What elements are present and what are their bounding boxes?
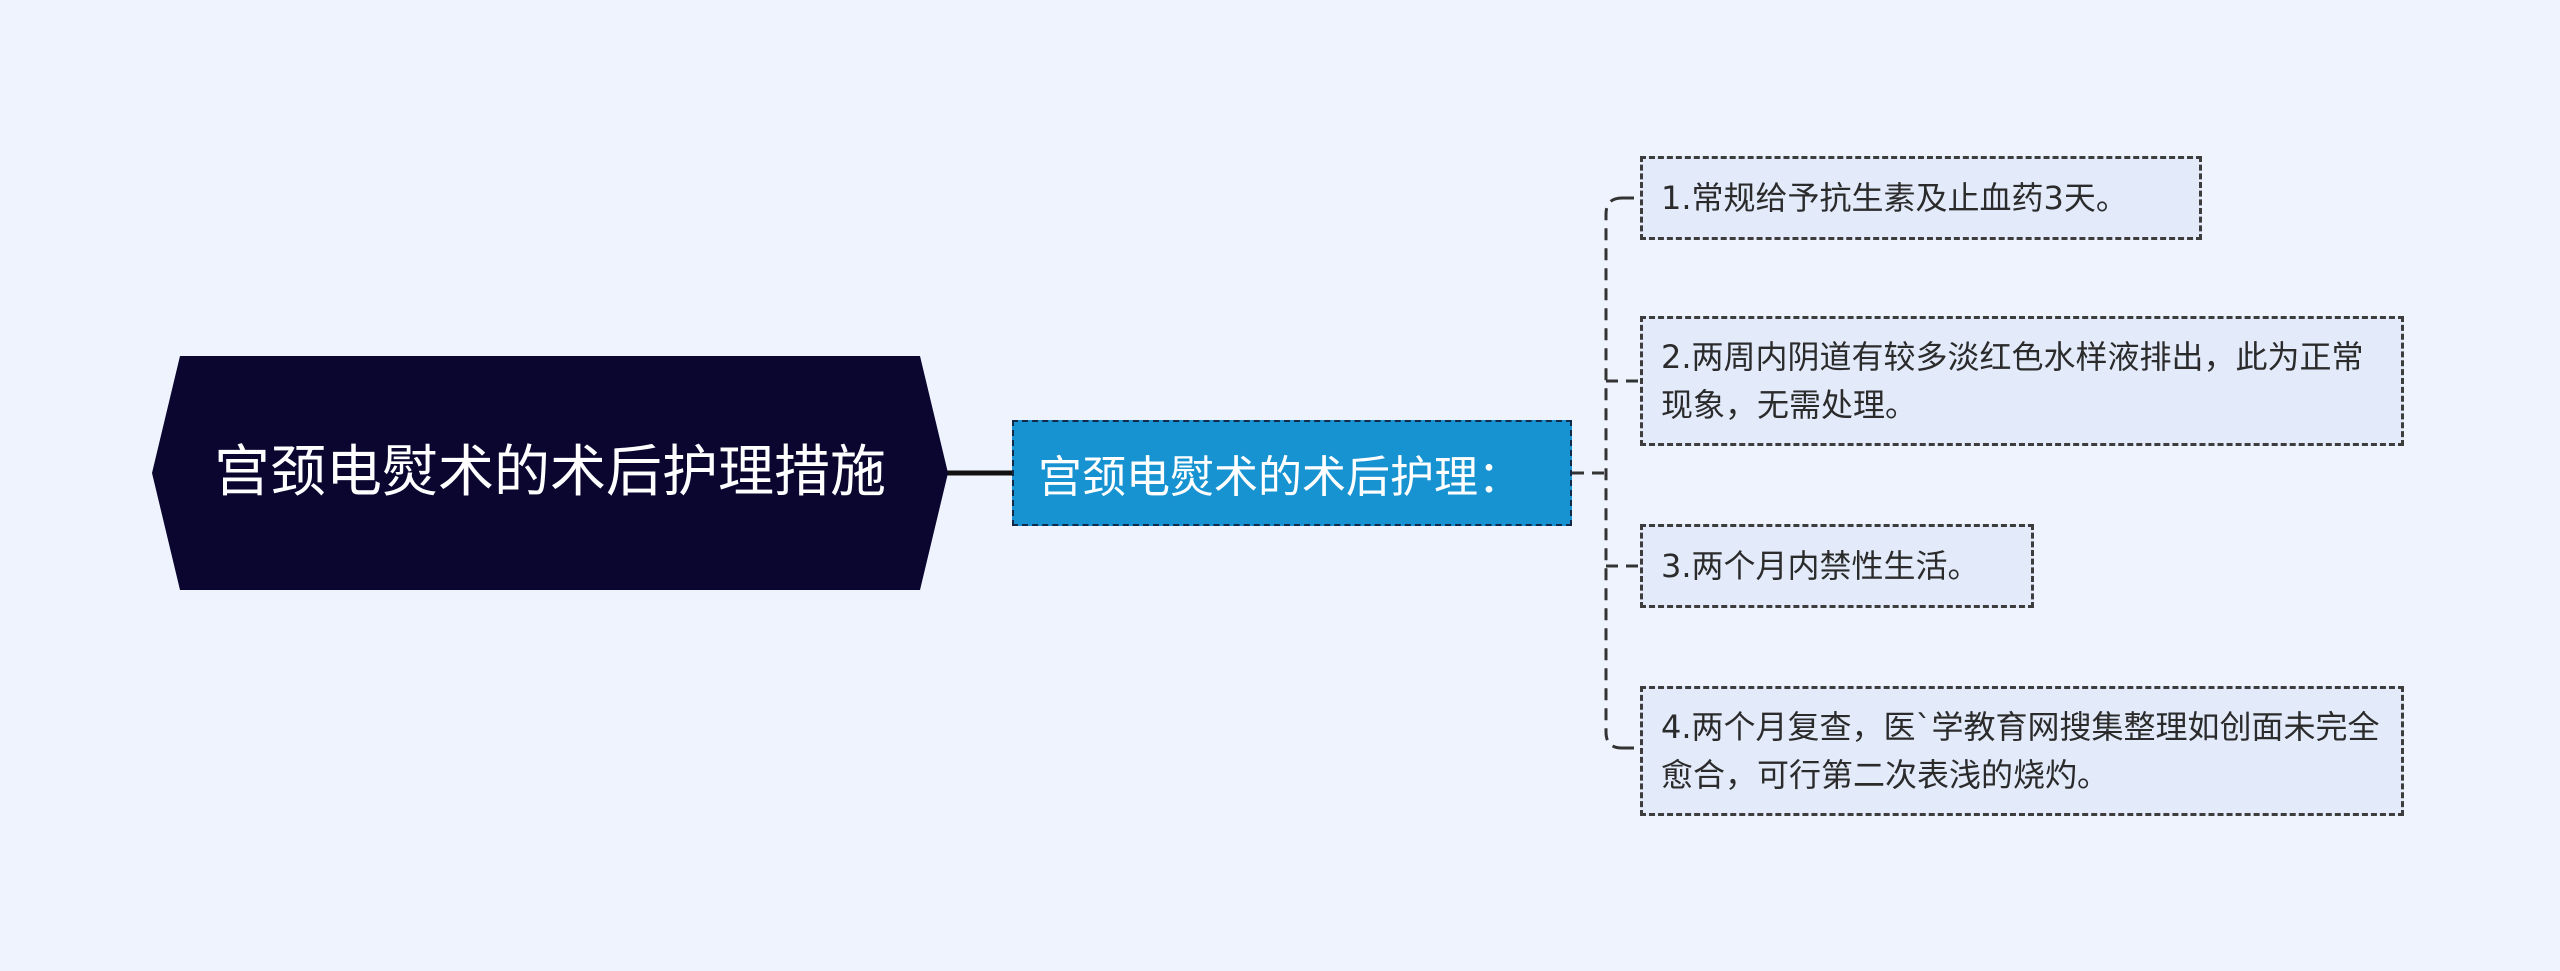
connector-trunk bbox=[1604, 196, 1623, 750]
leaf-node-1-label: 1.常规给予抗生素及止血药3天。 bbox=[1661, 179, 2128, 217]
branch-node[interactable]: 宫颈电熨术的术后护理： bbox=[1012, 420, 1572, 526]
leaf-node-3-label: 3.两个月内禁性生活。 bbox=[1661, 547, 1980, 585]
root-node-shape bbox=[152, 356, 948, 590]
leaf-node-1[interactable]: 1.常规给予抗生素及止血药3天。 bbox=[1640, 156, 2202, 240]
leaf-node-3[interactable]: 3.两个月内禁性生活。 bbox=[1640, 524, 2034, 608]
leaf-node-4-label: 4.两个月复查，医`学教育网搜集整理如创面未完全愈合，可行第二次表浅的烧灼。 bbox=[1661, 708, 2380, 794]
root-node[interactable]: 宫颈电熨术的术后护理措施 bbox=[152, 356, 948, 590]
branch-node-label: 宫颈电熨术的术后护理： bbox=[1038, 452, 1522, 503]
leaf-node-2[interactable]: 2.两周内阴道有较多淡红色水样液排出，此为正常现象，无需处理。 bbox=[1640, 316, 2404, 446]
root-node-label: 宫颈电熨术的术后护理措施 bbox=[214, 440, 886, 505]
leaf-node-4[interactable]: 4.两个月复查，医`学教育网搜集整理如创面未完全愈合，可行第二次表浅的烧灼。 bbox=[1640, 686, 2404, 816]
leaf-node-2-label: 2.两周内阴道有较多淡红色水样液排出，此为正常现象，无需处理。 bbox=[1661, 338, 2364, 424]
